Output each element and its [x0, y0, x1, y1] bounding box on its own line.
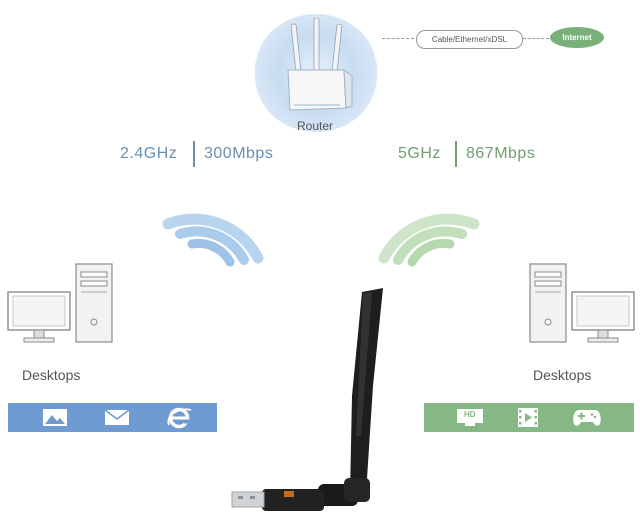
- internet-cloud: Internet: [550, 27, 604, 48]
- router-icon: [287, 18, 353, 111]
- mail-icon: [104, 409, 130, 425]
- band-right-separator: [455, 141, 457, 167]
- hd-text: HD: [464, 410, 476, 419]
- wifi-signal-right-icon: [378, 213, 480, 267]
- dashed-connector: [382, 38, 414, 39]
- band-right-speed: 867Mbps: [466, 145, 536, 162]
- desktop-computer-left-icon: [7, 263, 113, 343]
- band-left-frequency: 2.4GHz: [120, 145, 178, 162]
- right-feature-bar: HD: [424, 403, 634, 432]
- picture-icon: [43, 409, 67, 426]
- hd-video-icon: HD: [456, 408, 484, 427]
- band-left-speed: 300Mbps: [204, 145, 274, 162]
- gamepad-icon: [573, 410, 601, 426]
- desktops-right-label: Desktops: [533, 367, 592, 383]
- dashed-connector: [523, 38, 549, 39]
- film-icon: [518, 408, 538, 427]
- desktop-computer-right-icon: [529, 263, 635, 343]
- band-right-frequency: 5GHz: [398, 145, 441, 162]
- desktops-left-label: Desktops: [22, 367, 81, 383]
- router-label: Router: [296, 119, 334, 133]
- usb-wifi-adapter-icon: [231, 288, 383, 511]
- band-left-separator: [193, 141, 195, 167]
- connection-medium-label: Cable/Ethernet/xDSL: [416, 30, 523, 49]
- browser-icon: [167, 407, 192, 429]
- wifi-signal-left-icon: [162, 213, 264, 267]
- left-feature-bar: [8, 403, 217, 432]
